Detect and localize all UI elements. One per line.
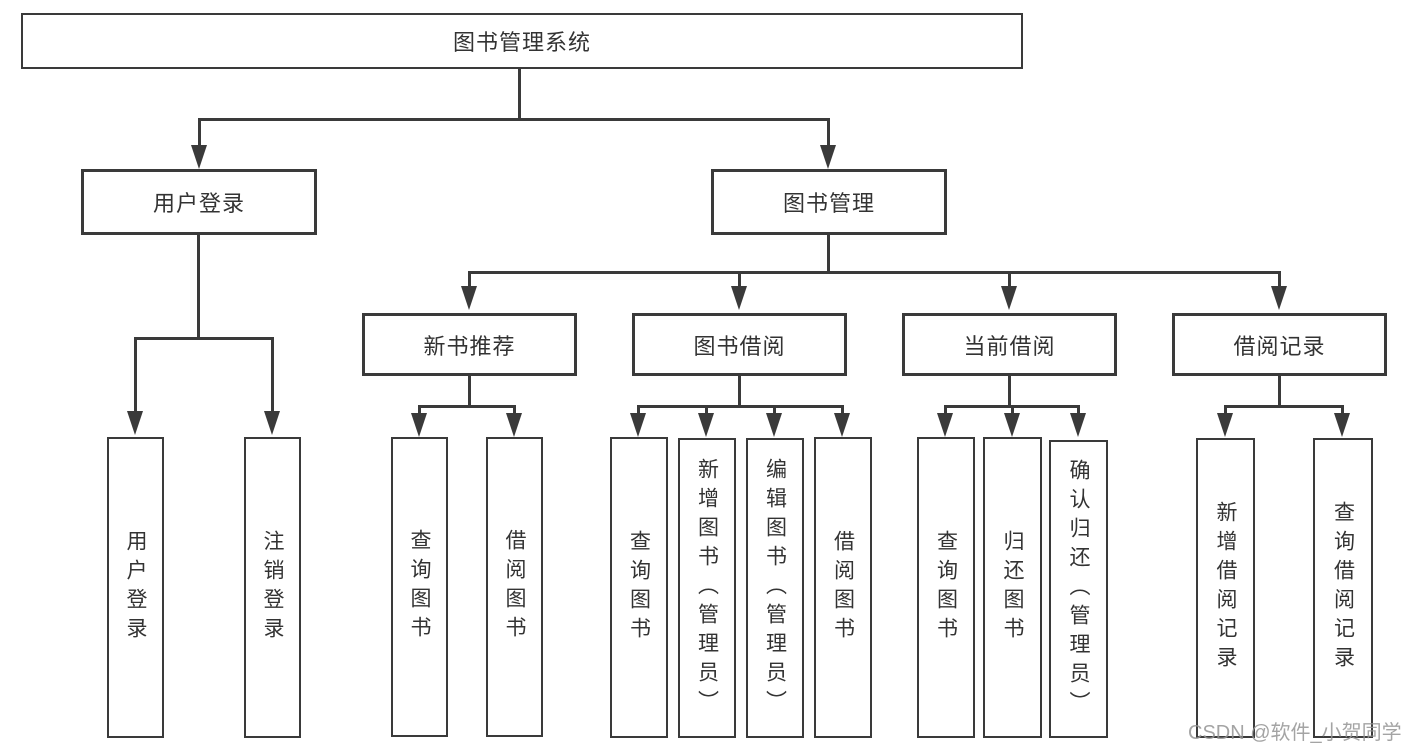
connector-bookborrow-trunk — [738, 376, 741, 407]
leaf-cb-query-books: 查询图书 — [917, 437, 975, 738]
arrowhead-ul-logout — [264, 411, 280, 435]
leaf-bb-add-books-admin: 新增图书（管理员） — [678, 438, 736, 738]
connector-drop-borrowrec — [1278, 271, 1281, 288]
node-root: 图书管理系统 — [21, 13, 1023, 69]
leaf-bb-edit-books-admin: 编辑图书（管理员） — [746, 438, 804, 738]
connector-bookborrow-split — [637, 405, 844, 408]
node-current-borrow: 当前借阅 — [902, 313, 1117, 376]
connector-drop-br-query — [1341, 405, 1344, 415]
connector-borrowrec-split — [1224, 405, 1344, 408]
arrowhead-bb-edit — [766, 413, 782, 437]
connector-level1-split — [198, 118, 830, 121]
connector-drop-br-add — [1224, 405, 1227, 415]
arrowhead-borrowrec — [1271, 286, 1287, 310]
arrowhead-cb-query — [937, 413, 953, 437]
arrowhead-bookborrow — [731, 286, 747, 310]
connector-drop-bb-borrow — [841, 405, 844, 415]
csdn-watermark: CSDN @软件_小贺同学 — [1188, 722, 1402, 744]
arrowhead-nbrec — [461, 286, 477, 310]
connector-drop-book-mgmt — [827, 118, 830, 147]
connector-bookmgmt-split — [468, 271, 1281, 274]
connector-drop-ul-login — [134, 337, 137, 413]
node-user-login: 用户登录 — [81, 169, 317, 235]
connector-drop-user-login — [198, 118, 201, 147]
leaf-logout: 注销登录 — [244, 437, 301, 738]
leaf-nb-query-books: 查询图书 — [391, 437, 448, 737]
connector-drop-bb-query — [637, 405, 640, 415]
connector-drop-bb-add — [705, 405, 708, 415]
arrowhead-nb-borrow — [506, 413, 522, 437]
connector-drop-cb-query — [944, 405, 947, 415]
connector-drop-bb-edit — [773, 405, 776, 415]
connector-borrowrec-trunk — [1278, 376, 1281, 407]
connector-userlogin-trunk — [197, 235, 200, 339]
leaf-user-login: 用户登录 — [107, 437, 164, 738]
leaf-br-add-record: 新增借阅记录 — [1196, 438, 1255, 738]
node-borrow-record: 借阅记录 — [1172, 313, 1387, 376]
connector-bookmgmt-trunk — [827, 235, 830, 273]
arrowhead-user-login — [191, 145, 207, 169]
connector-drop-bookborrow — [738, 271, 741, 288]
arrowhead-br-query — [1334, 413, 1350, 437]
arrowhead-book-mgmt — [820, 145, 836, 169]
connector-drop-nb-query — [418, 405, 421, 415]
arrowhead-nb-query — [411, 413, 427, 437]
arrowhead-cb-confirm — [1070, 413, 1086, 437]
connector-drop-nbrec — [468, 271, 471, 288]
leaf-cb-return-books: 归还图书 — [983, 437, 1042, 738]
arrowhead-cb-return — [1004, 413, 1020, 437]
leaf-bb-query-books: 查询图书 — [610, 437, 668, 738]
connector-nbrec-trunk — [468, 376, 471, 407]
connector-userlogin-split — [134, 337, 274, 340]
connector-curborrow-trunk — [1008, 376, 1011, 407]
node-book-borrow: 图书借阅 — [632, 313, 847, 376]
arrowhead-bb-borrow — [834, 413, 850, 437]
leaf-bb-borrow-books: 借阅图书 — [814, 437, 872, 738]
connector-drop-ul-logout — [271, 337, 274, 413]
connector-nbrec-split — [418, 405, 516, 408]
arrowhead-ul-login — [127, 411, 143, 435]
connector-drop-cb-confirm — [1077, 405, 1080, 415]
leaf-nb-borrow-books: 借阅图书 — [486, 437, 543, 737]
connector-drop-curborrow — [1008, 271, 1011, 288]
arrowhead-bb-query — [630, 413, 646, 437]
connector-root-trunk — [518, 69, 521, 118]
node-book-mgmt: 图书管理 — [711, 169, 947, 235]
leaf-cb-confirm-return-admin: 确认归还（管理员） — [1049, 440, 1108, 738]
node-new-book-rec: 新书推荐 — [362, 313, 577, 376]
arrowhead-br-add — [1217, 413, 1233, 437]
arrowhead-bb-add — [698, 413, 714, 437]
connector-drop-cb-return — [1011, 405, 1014, 415]
connector-drop-nb-borrow — [513, 405, 516, 415]
arrowhead-curborrow — [1001, 286, 1017, 310]
leaf-br-query-record: 查询借阅记录 — [1313, 438, 1373, 738]
